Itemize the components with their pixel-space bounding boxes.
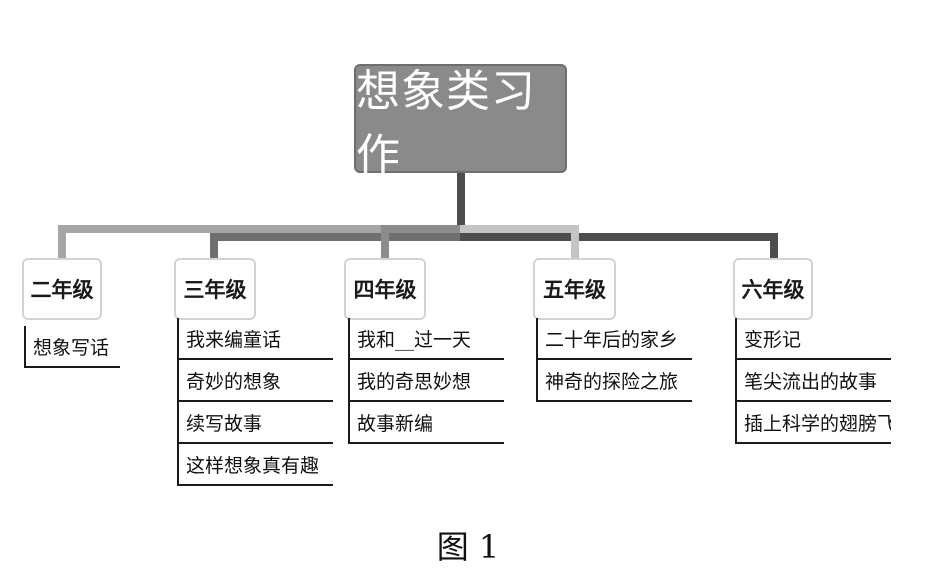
drop-grade-3 [210, 233, 218, 260]
list-item: 插上科学的翅膀飞 [735, 402, 891, 444]
list-item: 笔尖流出的故事 [735, 360, 891, 402]
list-item: 二十年后的家乡 [536, 318, 692, 360]
grade-node-2: 二年级 [22, 258, 102, 320]
grade-node-6: 六年级 [733, 258, 813, 320]
grade-node-4: 四年级 [344, 258, 426, 320]
root-label: 想象类习作 [356, 65, 536, 181]
item-list-grade-4: 我和__过一天 我的奇思妙想 故事新编 [348, 318, 504, 444]
list-item: 我和__过一天 [348, 318, 504, 360]
list-item: 这样想象真有趣 [177, 444, 333, 486]
list-item: 我的奇思妙想 [348, 360, 504, 402]
grade-label: 四年级 [353, 278, 417, 302]
connector-grade-3 [210, 233, 462, 241]
connector-grade-2 [58, 225, 462, 233]
connector-grade-4 [381, 225, 462, 233]
item-list-grade-2: 想象写话 [24, 326, 120, 368]
list-item: 续写故事 [177, 402, 333, 444]
grade-label: 三年级 [183, 278, 247, 302]
grade-node-3: 三年级 [174, 258, 256, 320]
drop-grade-6 [770, 233, 778, 260]
root-node: 想象类习作 [354, 64, 567, 181]
list-item: 故事新编 [348, 402, 504, 444]
connector-grade-6 [460, 233, 778, 241]
grade-node-5: 五年级 [533, 258, 616, 320]
list-item: 想象写话 [24, 326, 120, 368]
drop-grade-4 [381, 225, 389, 260]
drop-grade-2 [58, 225, 66, 260]
figure-caption: 图 1 [436, 528, 500, 566]
grade-label: 六年级 [741, 278, 805, 302]
item-list-grade-3: 我来编童话 奇妙的想象 续写故事 这样想象真有趣 [177, 318, 333, 486]
item-list-grade-6: 变形记 笔尖流出的故事 插上科学的翅膀飞 [735, 318, 891, 444]
item-list-grade-5: 二十年后的家乡 神奇的探险之旅 [536, 318, 692, 402]
grade-label: 二年级 [30, 278, 94, 302]
list-item: 变形记 [735, 318, 891, 360]
connector-grade-5 [460, 225, 579, 233]
drop-grade-5 [571, 225, 579, 260]
list-item: 神奇的探险之旅 [536, 360, 692, 402]
list-item: 奇妙的想象 [177, 360, 333, 402]
list-item: 我来编童话 [177, 318, 333, 360]
root-trunk [457, 173, 465, 225]
grade-label: 五年级 [543, 278, 606, 302]
